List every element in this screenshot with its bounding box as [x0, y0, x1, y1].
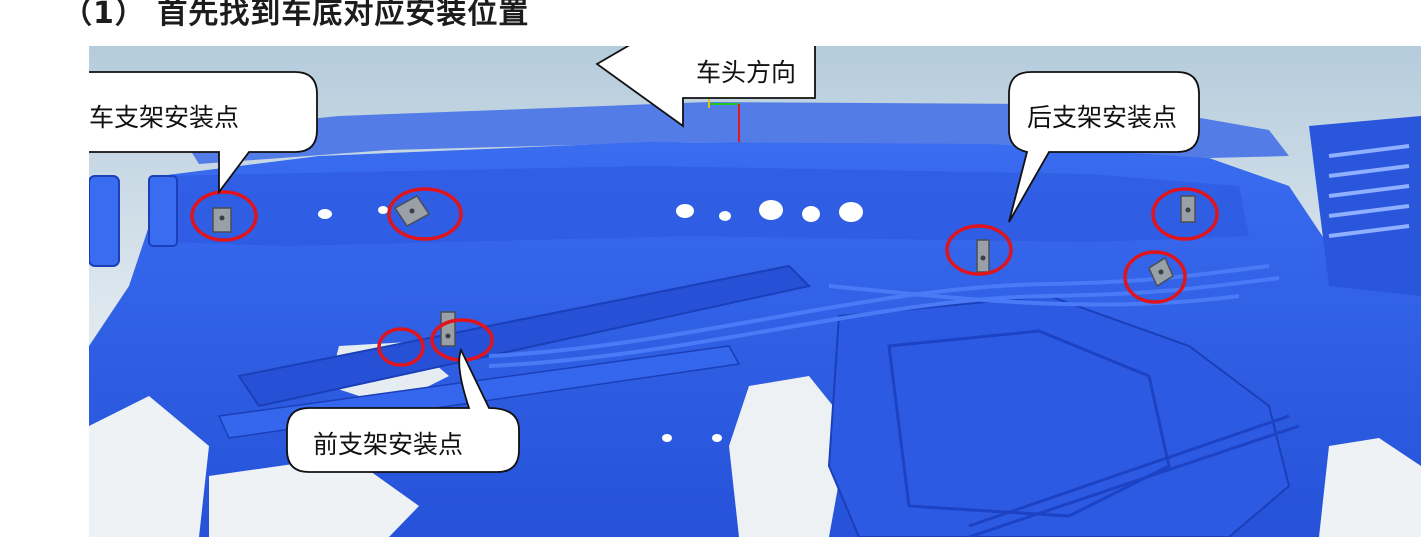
callout-rear-bubble — [1008, 71, 1200, 223]
marker-rear-left — [945, 224, 1013, 276]
callout-front-mount-label: 前支架安装点 — [313, 430, 464, 459]
marker-front-left — [377, 327, 425, 367]
callout-rear-mount-label: 后支架安装点 — [1027, 103, 1178, 132]
underbody-scan-image — [89, 46, 1421, 537]
marker-front-roof-right — [387, 187, 463, 241]
callout-front-bubble — [286, 347, 520, 473]
page-heading: （1） 首先找到车底对应安装位置 — [62, 0, 530, 31]
marker-rear-lower — [1123, 250, 1187, 304]
direction-arrow — [595, 46, 816, 128]
callout-front-roof-mount-label: 前顶车支架安装点 — [89, 103, 240, 132]
underbody-scan-figure: 前顶车支架安装点 车头方向 后支架安装点 前支架安装点 — [89, 46, 1421, 537]
callout-front-roof-bubble — [89, 71, 318, 195]
marker-front-roof-left — [190, 190, 258, 242]
axis-marker — [708, 98, 740, 142]
marker-rear-right — [1151, 187, 1219, 241]
callout-shapes — [89, 46, 1200, 473]
callout-vehicle-direction-label: 车头方向 — [696, 58, 797, 87]
